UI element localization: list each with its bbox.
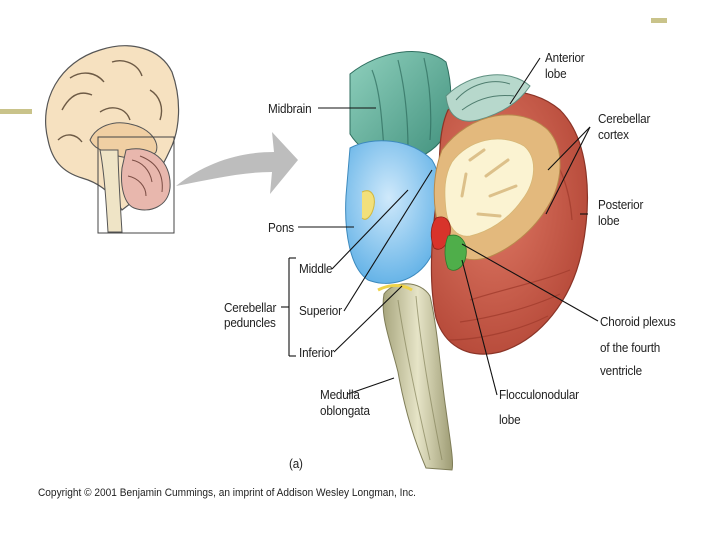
label-choroid-3: ventricle	[600, 363, 642, 378]
label-superior: Superior	[299, 303, 342, 318]
label-inferior: Inferior	[299, 345, 334, 360]
label-midbrain: Midbrain	[268, 101, 312, 116]
label-posterior-2: lobe	[598, 213, 620, 228]
label-cerebellar-peduncles-2: peduncles	[224, 315, 276, 330]
zoom-arrow	[176, 132, 298, 194]
label-flocculonodular-1: Flocculonodular	[499, 387, 579, 402]
panel-label: (a)	[289, 456, 303, 471]
copyright-text: Copyright © 2001 Benjamin Cummings, an i…	[38, 487, 416, 499]
accent-bar-left	[0, 109, 32, 114]
label-cortex-1: Cerebellar	[598, 111, 651, 126]
label-posterior-1: Posterior	[598, 197, 644, 212]
label-cerebellar-peduncles-1: Cerebellar	[224, 300, 277, 315]
accent-bar-top-right	[651, 18, 667, 23]
label-anterior-1: Anterior	[545, 50, 585, 65]
label-pons: Pons	[268, 220, 294, 235]
label-medulla-2: oblongata	[320, 403, 370, 418]
whole-brain-thumbnail	[45, 45, 180, 234]
label-medulla-1: Medulla	[320, 387, 360, 402]
label-middle: Middle	[299, 261, 333, 276]
label-choroid-2: of the fourth	[600, 340, 661, 355]
choroid-plexus-shape	[430, 216, 451, 250]
label-choroid-1: Choroid plexus	[600, 314, 676, 329]
pons-shape	[345, 140, 443, 284]
label-anterior-2: lobe	[545, 66, 567, 81]
label-cortex-2: cortex	[598, 127, 629, 142]
label-flocculonodular-2: lobe	[499, 412, 521, 427]
leader-lines	[281, 57, 599, 396]
flocculonodular-shape	[444, 234, 467, 271]
